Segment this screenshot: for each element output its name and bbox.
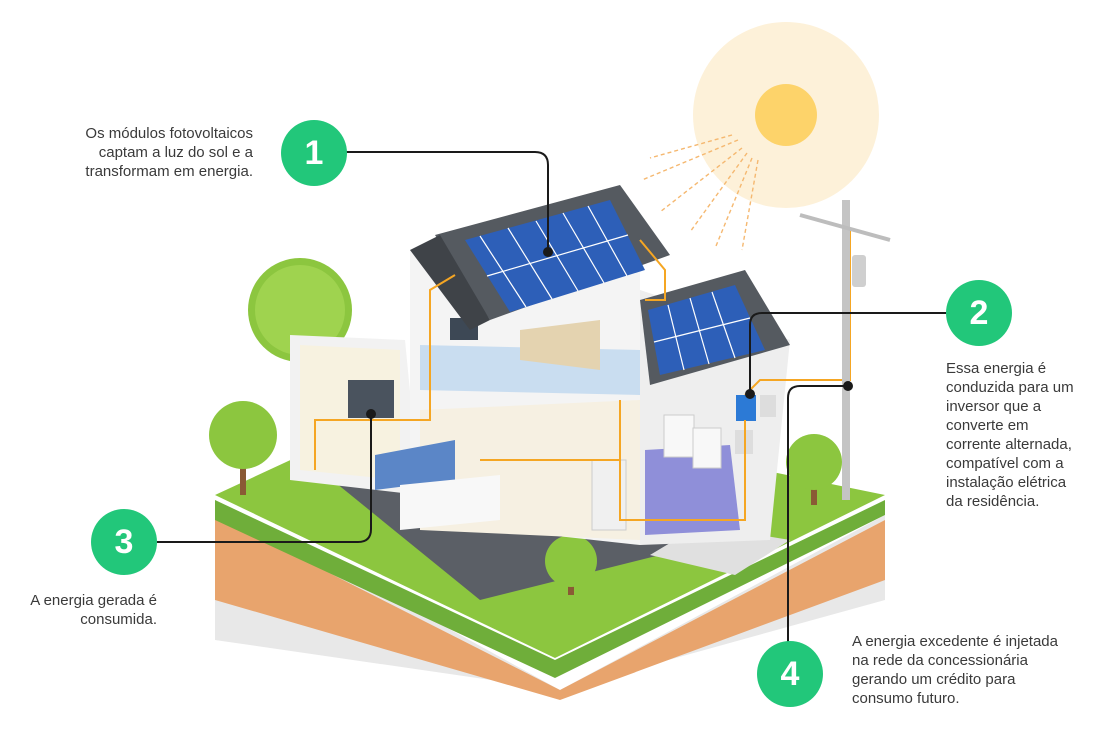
solar-panels[interactable] (465, 200, 765, 375)
caption-line: gerando um crédito para (852, 671, 1016, 688)
step-4-caption: A energia excedente é injetada na rede d… (852, 632, 1058, 708)
caption-line: consumo futuro. (852, 690, 960, 707)
sun (641, 22, 879, 251)
step-3-badge: 3 (91, 509, 157, 575)
caption-line: inversor que a (946, 398, 1042, 415)
step-1-caption: Os módulos fotovoltaicos captam a luz do… (85, 124, 253, 181)
caption-line: instalação elétrica (946, 474, 1067, 491)
step-1-badge: 1 (281, 120, 347, 186)
step-3-caption: A energia gerada é consumida. (30, 591, 157, 629)
step-4-badge: 4 (757, 641, 823, 707)
caption-line: corrente alternada, (946, 436, 1072, 453)
caption-line: na rede da concessionária (852, 652, 1028, 669)
caption-line: Essa energia é (946, 360, 1047, 377)
callout-lines (157, 151, 946, 642)
caption-line: A energia gerada é (30, 592, 157, 609)
step-2-badge: 2 (946, 280, 1012, 346)
utility-pole (799, 200, 891, 500)
caption-line: captam a luz do sol e a (98, 144, 253, 161)
caption-line: conduzida para um (946, 379, 1074, 396)
caption-line: Os módulos fotovoltaicos (85, 125, 253, 142)
caption-line: A energia excedente é injetada (852, 633, 1058, 650)
caption-line: consumida. (80, 611, 157, 628)
caption-line: da residência. (946, 493, 1040, 510)
caption-line: converte em (946, 417, 1029, 434)
caption-line: compatível com a (946, 455, 1064, 472)
caption-line: transformam em energia. (85, 163, 253, 180)
trees (209, 258, 842, 595)
step-2-caption: Essa energia é conduzida para um inverso… (946, 359, 1074, 511)
